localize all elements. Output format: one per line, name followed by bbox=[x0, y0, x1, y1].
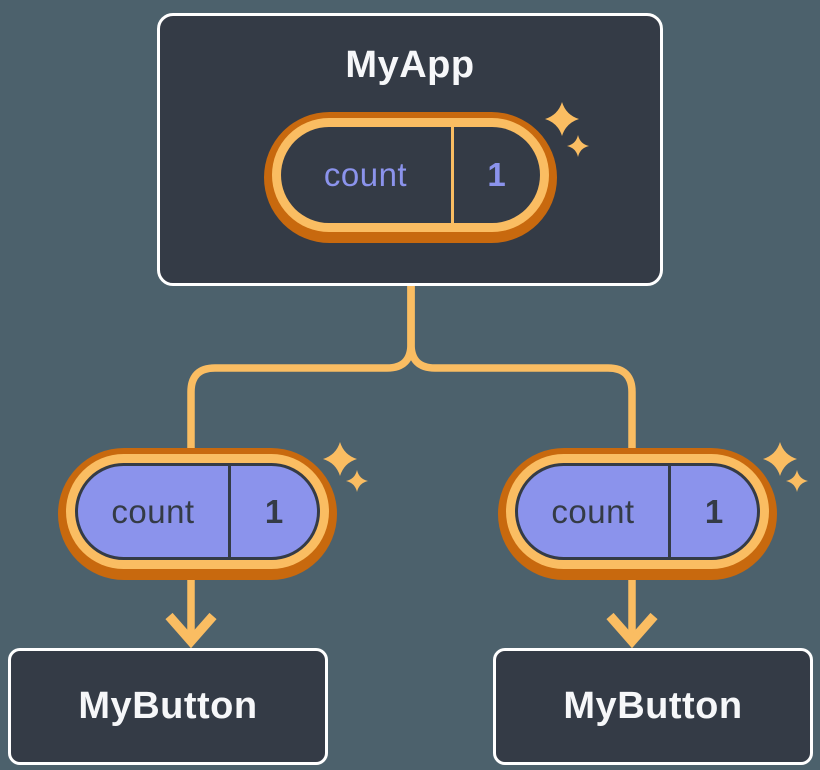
state-pill-ring: count 1 bbox=[271, 117, 549, 232]
sparkle-icon bbox=[346, 470, 368, 492]
prop-pill-ring: count 1 bbox=[66, 454, 329, 569]
prop-pill-body: count 1 bbox=[75, 463, 320, 560]
sparkle-icon bbox=[763, 442, 797, 476]
component-box-root: MyApp count 1 bbox=[157, 13, 663, 286]
arrow-down-icon bbox=[165, 612, 217, 649]
prop-pill-value: 1 bbox=[228, 466, 317, 557]
tree-branch-left bbox=[187, 284, 415, 451]
prop-pill-body: count 1 bbox=[515, 463, 760, 560]
prop-pill-right: count 1 bbox=[498, 448, 777, 580]
arrow-down-icon bbox=[606, 612, 658, 649]
component-title: MyApp bbox=[345, 44, 475, 86]
state-pill-label: count bbox=[323, 155, 408, 193]
prop-pill-left: count 1 bbox=[58, 448, 337, 580]
state-pill-body: count 1 bbox=[280, 126, 540, 223]
prop-pill-value: 1 bbox=[668, 466, 757, 557]
tree-branch-right bbox=[407, 284, 636, 451]
sparkle-icon bbox=[786, 470, 808, 492]
component-title: MyButton bbox=[563, 685, 743, 727]
state-pill-value: 1 bbox=[450, 126, 540, 223]
component-box-child-right: MyButton bbox=[493, 648, 813, 765]
sparkle-icon bbox=[323, 442, 357, 476]
prop-pill-label: count bbox=[111, 492, 195, 530]
prop-pill-ring: count 1 bbox=[506, 454, 769, 569]
prop-pill-label: count bbox=[551, 492, 635, 530]
component-title: MyButton bbox=[78, 685, 258, 727]
state-pill: count 1 bbox=[263, 111, 557, 243]
component-box-child-left: MyButton bbox=[8, 648, 328, 765]
